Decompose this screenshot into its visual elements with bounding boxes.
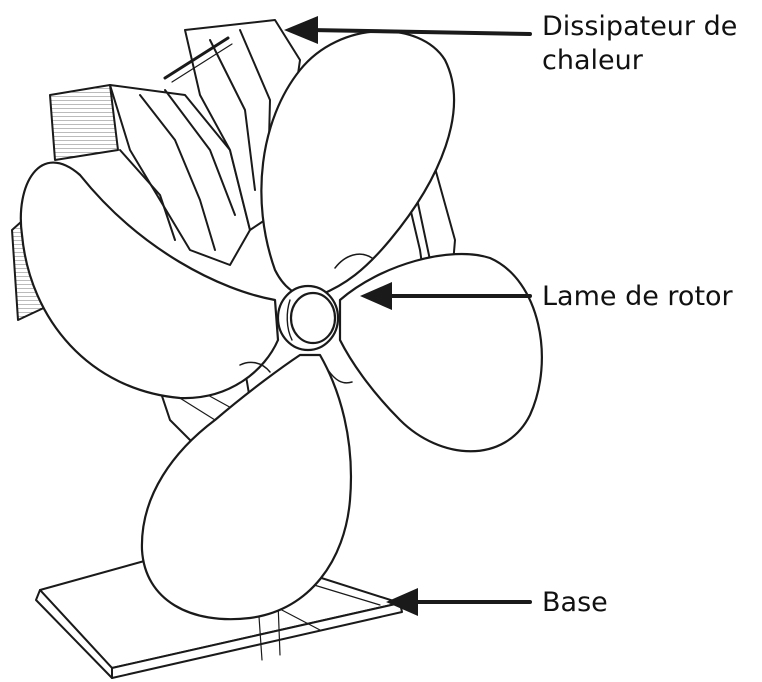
rotor-hub — [276, 284, 340, 352]
arrow-base — [386, 588, 532, 616]
rotor-blade-top — [260, 30, 456, 298]
base-label: Base — [542, 587, 608, 618]
heatsink-label-line2: chaleur — [542, 45, 643, 76]
rotor-blade-bottom — [140, 353, 353, 621]
rotor-blades — [19, 30, 543, 621]
heatsink-label-line1: Dissipateur de — [542, 11, 738, 42]
arrow-heatsink — [284, 16, 532, 44]
arrow-rotor-blade — [360, 282, 532, 310]
heatsink-label: Dissipateur de chaleur — [542, 10, 737, 78]
rotor-blade-label: Lame de rotor — [542, 281, 733, 312]
rotor-blade-left — [19, 161, 280, 400]
rotor-blade-right — [338, 252, 543, 453]
